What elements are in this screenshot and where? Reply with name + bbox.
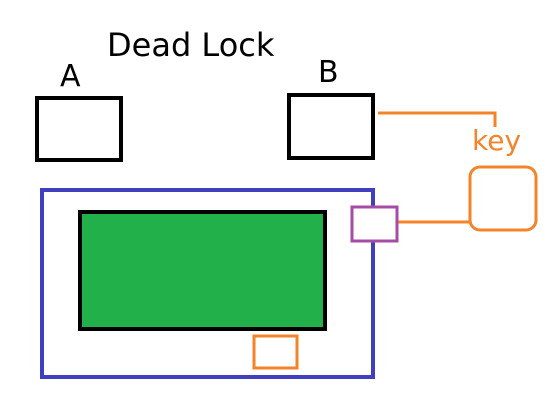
lock-slot [350,205,399,243]
b-to-key-connector [378,111,497,127]
process-b-label: B [318,55,339,90]
process-b-box [287,93,375,160]
key-label: key [472,124,521,157]
keyhole [252,334,299,370]
process-a-box [35,96,123,162]
locked-resource [78,210,327,331]
key-box [468,165,538,232]
diagram-title: Dead Lock [107,26,275,64]
process-a-label: A [60,59,81,94]
lock-container [40,188,375,379]
